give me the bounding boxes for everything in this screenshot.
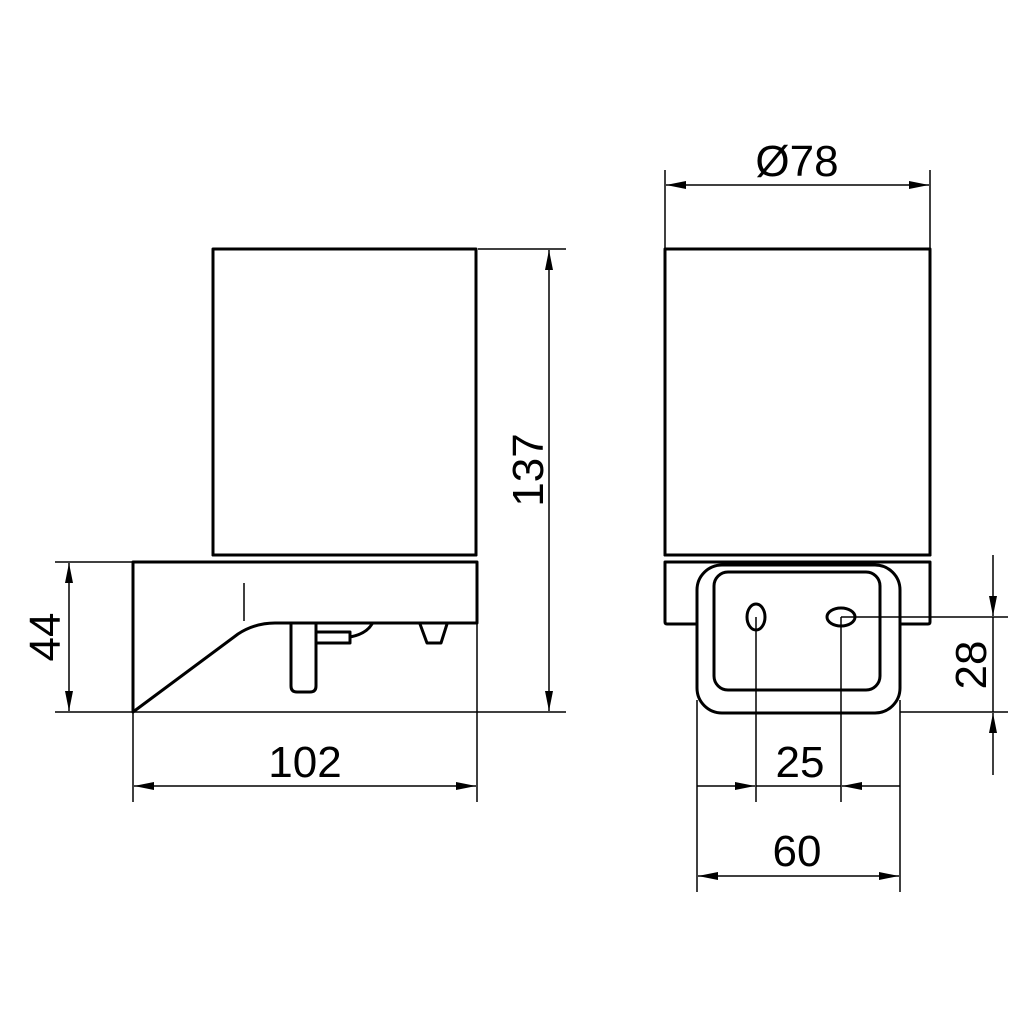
bracket-foot (418, 622, 449, 645)
wall-bracket-side (131, 560, 479, 714)
dimension-label-hole-spacing: 25 (776, 738, 825, 787)
dimension-label-diameter: Ø78 (755, 137, 838, 186)
dimension-label-height: 137 (504, 433, 553, 506)
set-screw (315, 622, 374, 645)
dimension-label-plate-width: 60 (773, 827, 822, 876)
wall-plate-inner (712, 570, 882, 692)
glass-tumbler-side (211, 247, 478, 557)
front-view: Ø78 28 25 60 (663, 137, 1008, 892)
mounting-pin (289, 622, 318, 694)
dimension-label-depth: 102 (268, 738, 341, 787)
dimension-label-hole-offset: 28 (947, 641, 996, 690)
side-view: 137 44 102 (21, 247, 566, 802)
holder-ring (663, 560, 932, 626)
glass-tumbler-front (663, 247, 932, 557)
wall-plate-outer (695, 563, 902, 715)
dimension-label-bracket-height: 44 (21, 613, 70, 662)
